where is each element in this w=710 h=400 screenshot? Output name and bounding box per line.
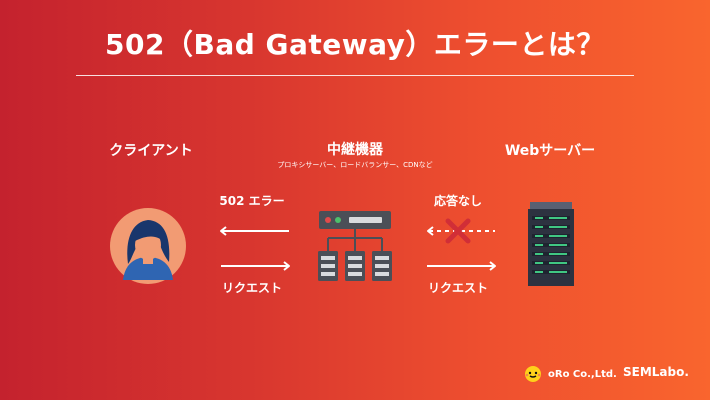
relay-node-middle-line-2-icon [348, 264, 362, 268]
relay-node-middle-line-1-icon [348, 256, 362, 260]
server-mini-light-5-icon [535, 253, 543, 255]
server-light-4-icon [549, 244, 567, 246]
server-light-5-icon [549, 253, 567, 255]
oro-logo: oRo Co.,Ltd. [523, 364, 617, 384]
server-light-7-icon [549, 271, 567, 273]
relay-node-right-line-1-icon [375, 256, 389, 260]
left-request-label: リクエスト [221, 281, 282, 295]
semlabo-logo: SEMLabo. [623, 365, 689, 379]
right-no-response-dashed-arrow-icon [427, 226, 495, 236]
relay-server-icon [318, 211, 392, 281]
error-x-mark-icon [445, 218, 471, 244]
relay-node-right-line-2-icon [375, 264, 389, 268]
relay-node-left-line-3-icon [321, 272, 335, 276]
server-mini-light-6-icon [535, 262, 543, 264]
server-label: Webサーバー [504, 143, 596, 159]
right-request-arrow-icon [427, 261, 496, 271]
relay-node-middle-line-3-icon [348, 272, 362, 276]
left-error-arrow-icon [220, 226, 289, 236]
server-mini-light-7-icon [535, 271, 543, 273]
relay-node-right-line-3-icon [375, 272, 389, 276]
right-request-label: リクエスト [427, 281, 488, 295]
server-light-2-icon [549, 226, 567, 228]
page-title: 502（Bad Gateway）エラーとは？ [105, 28, 605, 61]
server-rack-icon [528, 202, 574, 286]
server-light-1-icon [549, 217, 567, 219]
server-mini-light-4-icon [535, 244, 543, 246]
relay-led-red-icon [325, 217, 331, 223]
client-label: クライアント [109, 143, 193, 159]
server-light-6-icon [549, 262, 567, 264]
relay-node-left-line-1-icon [321, 256, 335, 260]
server-rack-top-icon [530, 202, 572, 210]
relay-node-left-line-2-icon [321, 264, 335, 268]
left-request-arrow-icon [221, 261, 290, 271]
avatar-shirt-icon [123, 257, 173, 280]
client-avatar-icon [110, 208, 186, 284]
oro-bird-icon [525, 366, 541, 382]
relay-slot-icon [349, 217, 382, 223]
relay-sublabel: プロキシサーバー、ロードバランサー、CDNなど [277, 161, 433, 169]
relay-label: 中継機器 [327, 142, 383, 158]
left-error-label: 502 エラー [219, 194, 285, 208]
avatar-fringe-icon [135, 226, 163, 241]
server-mini-light-3-icon [535, 235, 543, 237]
server-light-3-icon [549, 235, 567, 237]
server-mini-light-2-icon [535, 226, 543, 228]
relay-led-green-icon [335, 217, 341, 223]
right-no-response-label: 応答なし [433, 194, 482, 208]
server-mini-light-1-icon [535, 217, 543, 219]
title-divider [76, 75, 634, 76]
avatar-neck-icon [143, 256, 153, 264]
oro-logo-text: oRo Co.,Ltd. [548, 368, 617, 380]
server-rack-body-icon [528, 209, 574, 286]
